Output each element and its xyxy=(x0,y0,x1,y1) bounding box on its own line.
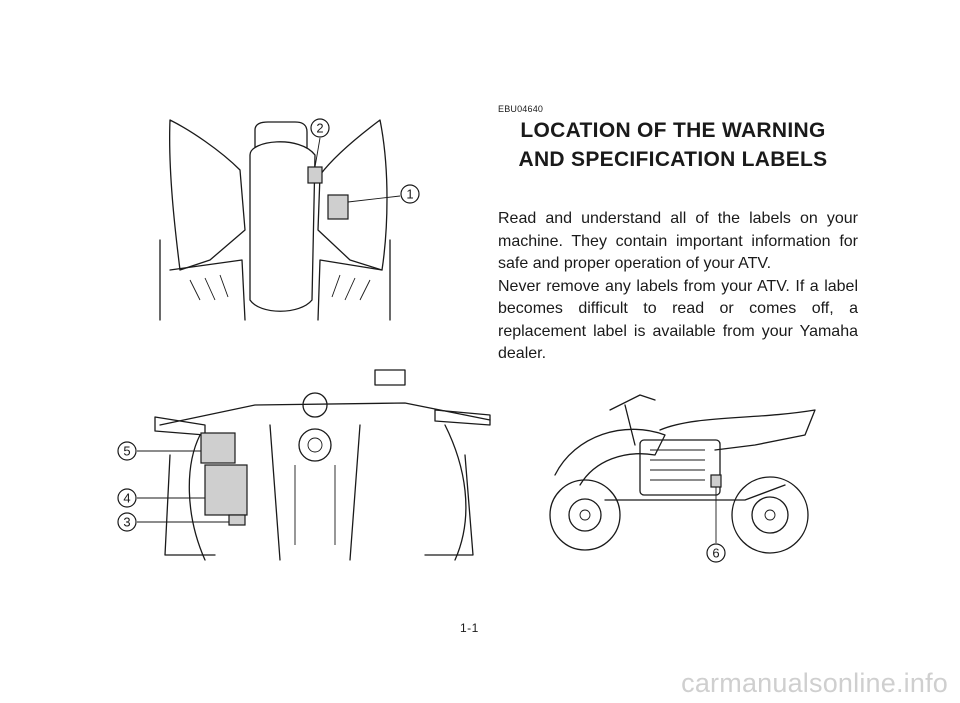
paragraph-2: Never remove any labels from your ATV. I… xyxy=(498,277,858,363)
section-title: LOCATION OF THE WARNING AND SPECIFICATIO… xyxy=(498,116,848,174)
callout-5: 5 xyxy=(123,444,130,459)
callout-4: 4 xyxy=(123,491,130,506)
callout-2: 2 xyxy=(316,121,323,136)
atv-side-view-illustration: 6 xyxy=(549,394,816,563)
section-code: EBU04640 xyxy=(498,104,544,114)
callout-1: 1 xyxy=(406,187,413,202)
atv-rear-view-illustration: 2 1 xyxy=(159,118,420,321)
title-line-2: AND SPECIFICATION LABELS xyxy=(518,148,828,171)
callout-6: 6 xyxy=(712,546,719,561)
watermark: carmanualsonline.info xyxy=(681,668,948,698)
body-text: Read and understand all of the labels on… xyxy=(498,208,858,366)
paragraph-1: Read and understand all of the labels on… xyxy=(498,210,858,272)
callout-3: 3 xyxy=(123,515,130,530)
title-line-1: LOCATION OF THE WARNING xyxy=(520,119,826,142)
atv-front-view-illustration: 5 4 3 xyxy=(117,369,491,561)
page-number: 1-1 xyxy=(460,621,479,635)
